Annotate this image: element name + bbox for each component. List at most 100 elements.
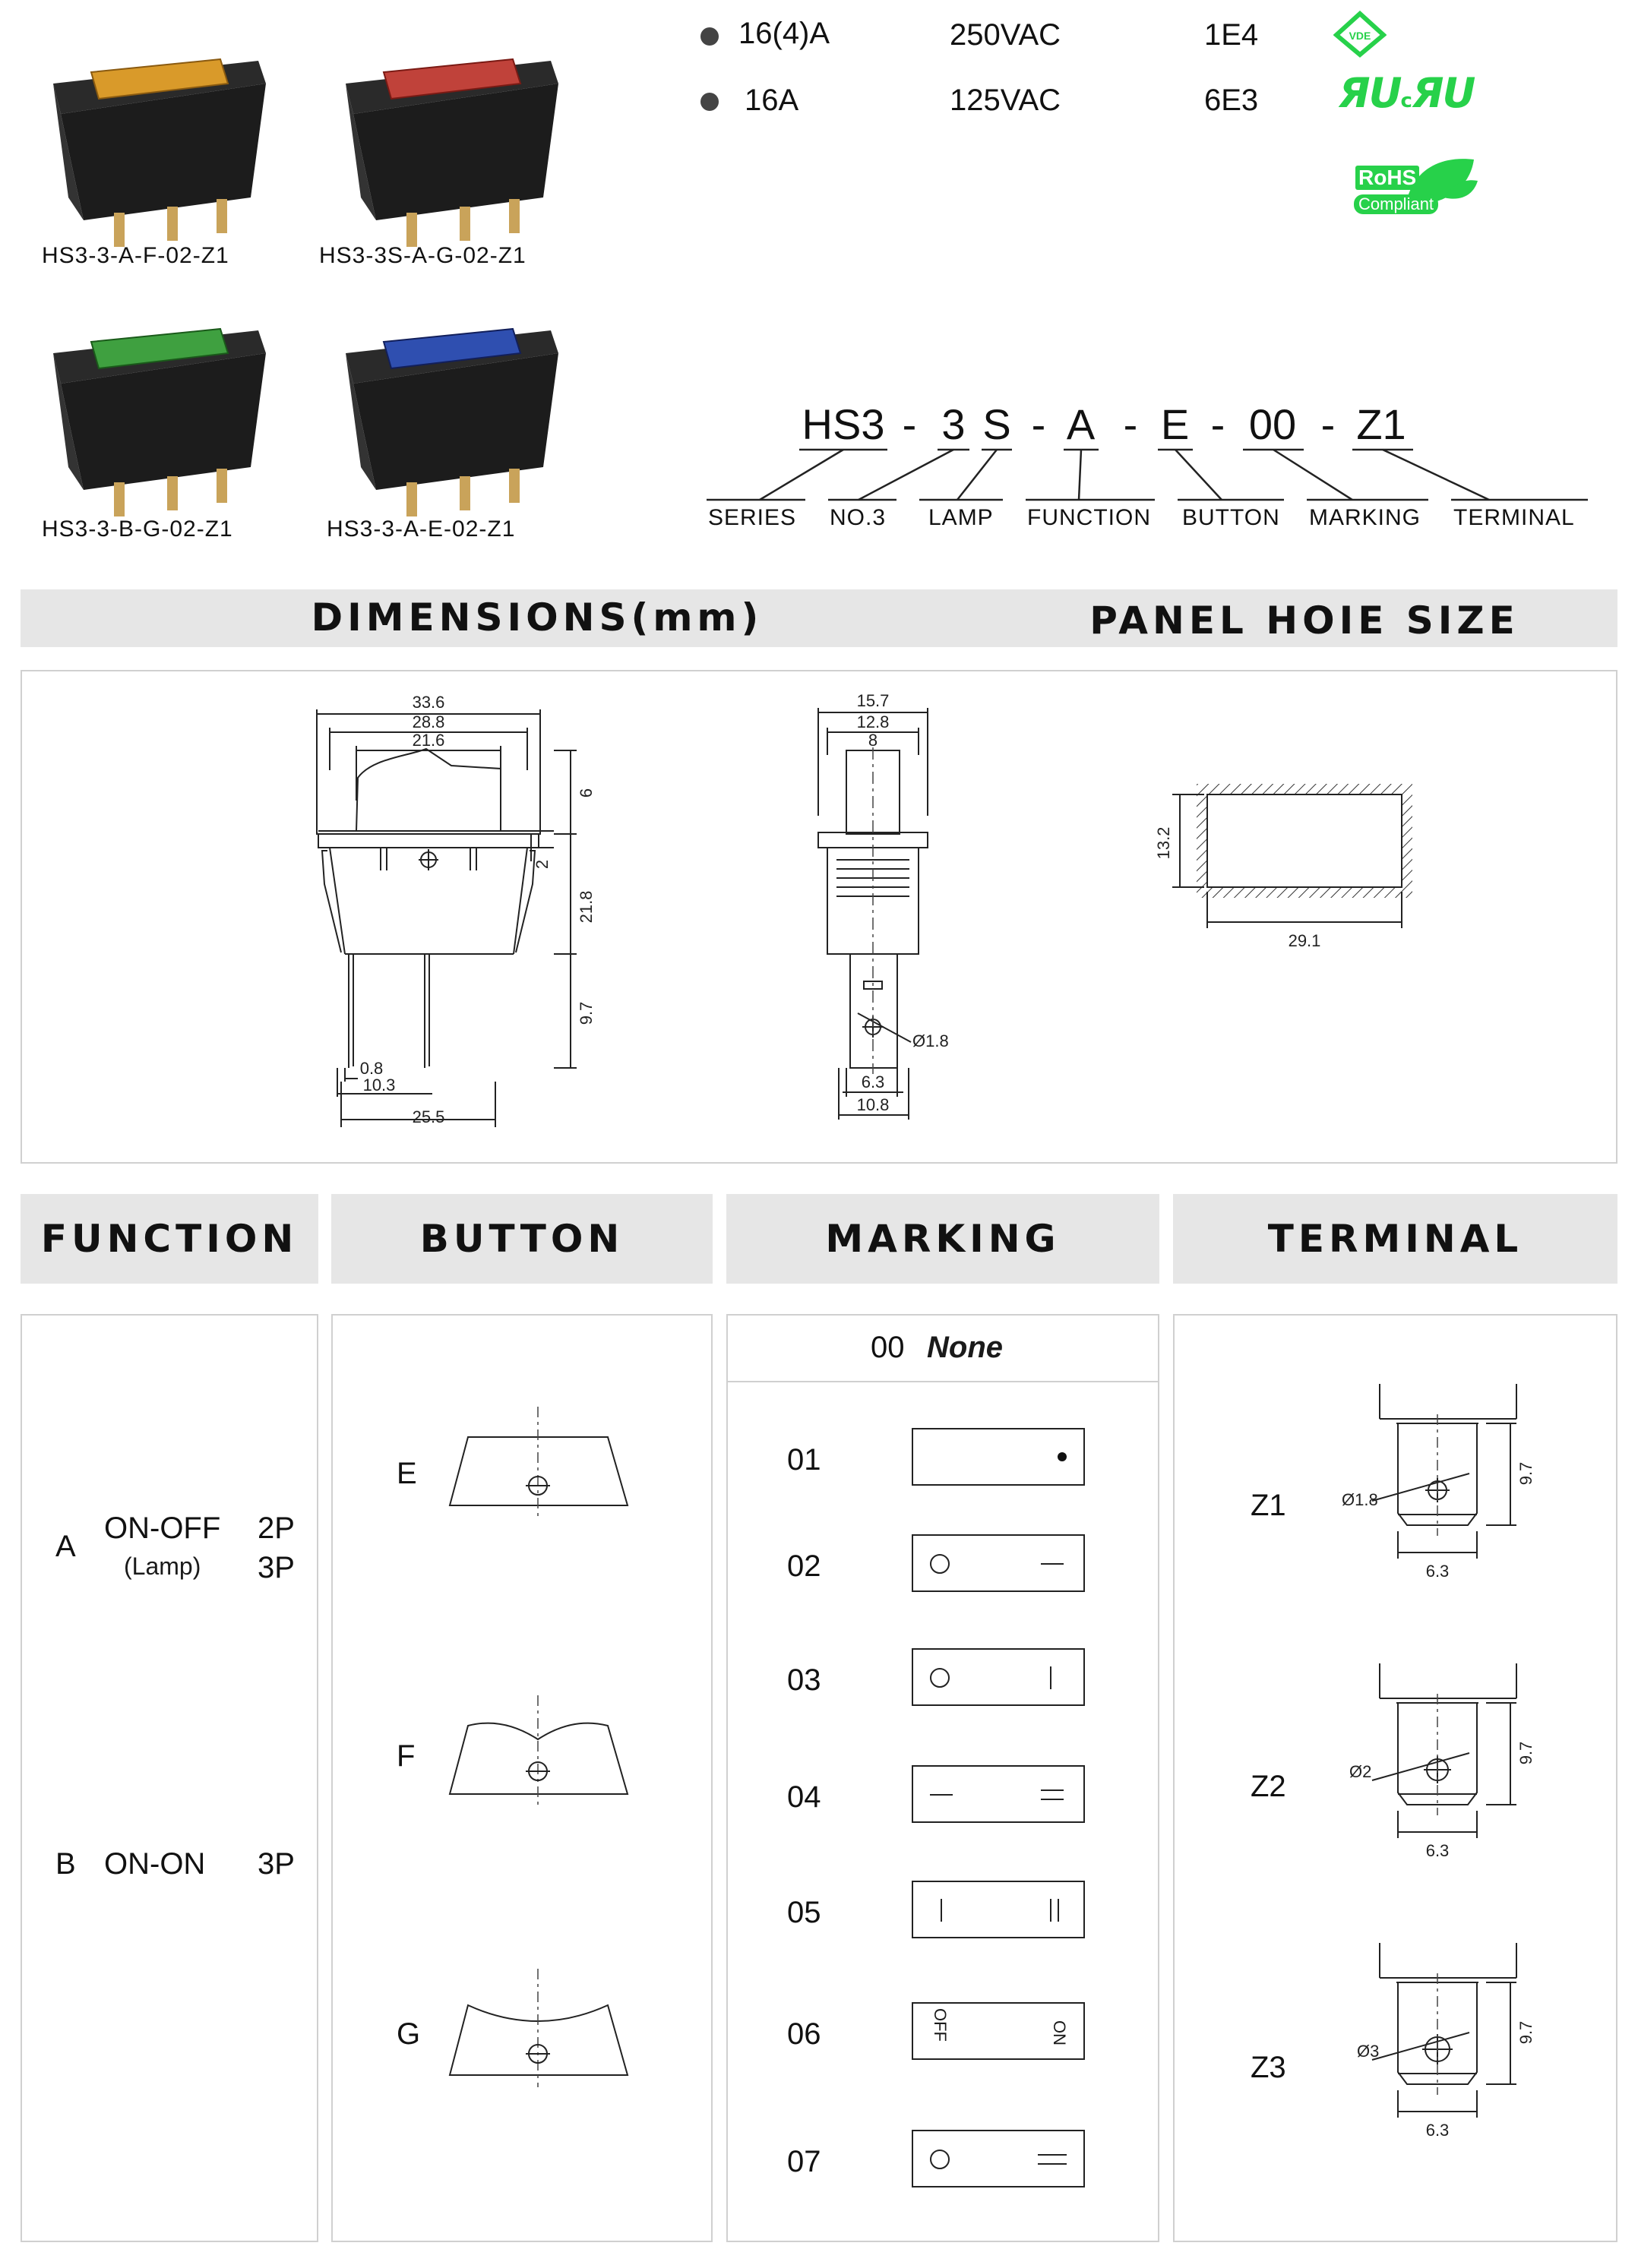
- marking-box-05: [912, 1881, 1085, 1938]
- button-f-shape: [448, 1695, 629, 1806]
- ul-logo-icon: ЯUcЯU: [1339, 69, 1475, 117]
- label-marking: MARKING: [1309, 505, 1421, 530]
- dimensions-title: DIMENSIONS(mm): [311, 595, 764, 640]
- function-b-3p: 3P: [258, 1847, 295, 1881]
- marking-none-code: 00: [871, 1331, 905, 1364]
- marking-code-02: 02: [787, 1549, 821, 1583]
- marking-none-label: None: [927, 1331, 1003, 1364]
- marking-title: MARKING: [825, 1217, 1061, 1261]
- side-dim-w1: 15.7: [857, 691, 890, 710]
- button-g-shape: [448, 1969, 629, 2087]
- dim-h2: 2: [533, 860, 552, 869]
- side-dim-w2: 12.8: [857, 712, 890, 731]
- off-text: OFF: [931, 2008, 950, 2042]
- rating-cycles: 1E4: [1204, 18, 1259, 52]
- button-title: BUTTON: [419, 1217, 625, 1261]
- button-header-band: BUTTON: [331, 1194, 713, 1284]
- code-series: HS3: [802, 400, 885, 448]
- label-terminal: TERMINAL: [1453, 505, 1575, 530]
- side-view-drawing: 15.7 12.8 8 Ø1.8 6.3 10.8: [817, 691, 949, 1120]
- marking-code-06: 06: [787, 2017, 821, 2051]
- function-a-lamp: (Lamp): [124, 1553, 201, 1580]
- dim-h1: 6: [577, 788, 596, 798]
- hole-dim-h: 13.2: [1154, 827, 1173, 860]
- button-e-label: E: [397, 1457, 417, 1490]
- circle-icon: [930, 1554, 950, 1574]
- marking-header-band: MARKING: [726, 1194, 1159, 1284]
- dim-t2: 10.3: [363, 1076, 396, 1095]
- terminal-z1-dia: Ø1.8: [1342, 1490, 1378, 1509]
- dimensions-panel: 33.6 28.8 21.6 25.5 0.8 10.3 6 2 21.8 9.…: [21, 670, 1617, 1164]
- dim-t1: 0.8: [360, 1059, 384, 1078]
- function-a-letter: A: [55, 1530, 76, 1563]
- terminal-z1-label: Z1: [1251, 1489, 1286, 1522]
- leader-lines: [707, 448, 1588, 501]
- label-number: NO.3: [830, 505, 887, 530]
- code-lamp: S: [982, 400, 1011, 448]
- dim-t3: 25.5: [413, 1107, 445, 1126]
- side-dim-t1: 6.3: [862, 1072, 885, 1091]
- on-text: ON: [1050, 2020, 1069, 2045]
- rating-current: 16(4)A: [738, 17, 830, 50]
- label-lamp: LAMP: [928, 505, 994, 530]
- panel-hole-title: PANEL HOIE SIZE: [1089, 599, 1519, 643]
- side-dim-w3: 8: [868, 731, 878, 750]
- function-panel: A ON-OFF (Lamp) 2P 3P B ON-ON 3P: [21, 1314, 318, 2242]
- dim-w1: 33.6: [413, 693, 445, 712]
- product-photo: [53, 327, 266, 516]
- button-e-shape: [448, 1407, 629, 1518]
- product-code: HS3-3-B-G-02-Z1: [42, 516, 233, 542]
- marking-box-04: [912, 1765, 1085, 1823]
- rohs-badge: RoHS Compliant: [1354, 152, 1483, 228]
- function-title: FUNCTION: [40, 1217, 299, 1261]
- product-photo: [53, 58, 266, 247]
- marking-code-05: 05: [787, 1896, 821, 1929]
- product-photo: [346, 327, 558, 516]
- label-button: BUTTON: [1182, 505, 1280, 530]
- product-code: HS3-3-A-F-02-Z1: [42, 243, 229, 268]
- marking-panel: 00 None 01 02 03 04 05 06 OFF ON 07: [726, 1314, 1159, 2242]
- terminal-z3-drawing: Ø3 9.7 6.3: [1357, 1943, 1535, 2140]
- rating-voltage: 250VAC: [950, 18, 1061, 52]
- terminal-z2-dia: Ø2: [1349, 1762, 1371, 1781]
- bar-icon: [1050, 1666, 1051, 1689]
- marking-box-02: [912, 1534, 1085, 1592]
- marking-code-04: 04: [787, 1780, 821, 1814]
- dimensions-header-band: DIMENSIONS(mm) PANEL HOIE SIZE: [21, 589, 1617, 647]
- function-a-name: ON-OFF: [104, 1511, 221, 1545]
- terminal-z3-dia: Ø3: [1357, 2042, 1379, 2061]
- dim-h3: 21.8: [577, 891, 596, 924]
- panel-hole-drawing: 13.2 29.1: [1154, 784, 1412, 950]
- marking-box-07: [912, 2130, 1085, 2187]
- rating-cycles: 6E3: [1204, 84, 1259, 117]
- terminal-title: TERMINAL: [1267, 1217, 1523, 1261]
- function-header-band: FUNCTION: [21, 1194, 318, 1284]
- double-dash-icon: [1038, 2154, 1067, 2156]
- marking-box-01: [912, 1428, 1085, 1486]
- vde-logo-icon: VDE: [1333, 11, 1387, 58]
- terminal-z1-drawing: Ø1.8 9.7 6.3: [1342, 1384, 1535, 1581]
- terminal-panel: Z1 Ø1.8 9.7 6.3 Z2: [1173, 1314, 1617, 2242]
- product-code: HS3-3-A-E-02-Z1: [327, 516, 516, 542]
- rohs-compliant-text: Compliant: [1354, 194, 1439, 214]
- button-f-label: F: [397, 1739, 416, 1773]
- terminal-z3-h: 9.7: [1516, 2021, 1535, 2045]
- rocker-lamp: [90, 327, 229, 370]
- bullet-icon: [700, 93, 719, 111]
- rating-current: 16A: [745, 84, 799, 117]
- leaf-icon: [1406, 159, 1478, 206]
- product-gallery: HS3-3-A-F-02-Z1 HS3-3S-A-G-02-Z1 HS3-3-B…: [30, 15, 577, 562]
- bullet-icon: [700, 27, 719, 46]
- circle-icon: [930, 2150, 950, 2169]
- rocker-lamp: [382, 327, 522, 370]
- function-b-name: ON-ON: [104, 1847, 206, 1881]
- function-a-3p: 3P: [258, 1551, 295, 1584]
- rocker-lamp: [382, 58, 522, 100]
- bar-icon: [941, 1899, 942, 1922]
- product-photo: [346, 58, 558, 247]
- rocker-lamp: [90, 58, 229, 100]
- terminal-z3-w: 6.3: [1426, 2121, 1450, 2140]
- code-marking: 00: [1248, 400, 1297, 448]
- svg-text:VDE: VDE: [1349, 30, 1371, 42]
- label-function: FUNCTION: [1027, 505, 1151, 530]
